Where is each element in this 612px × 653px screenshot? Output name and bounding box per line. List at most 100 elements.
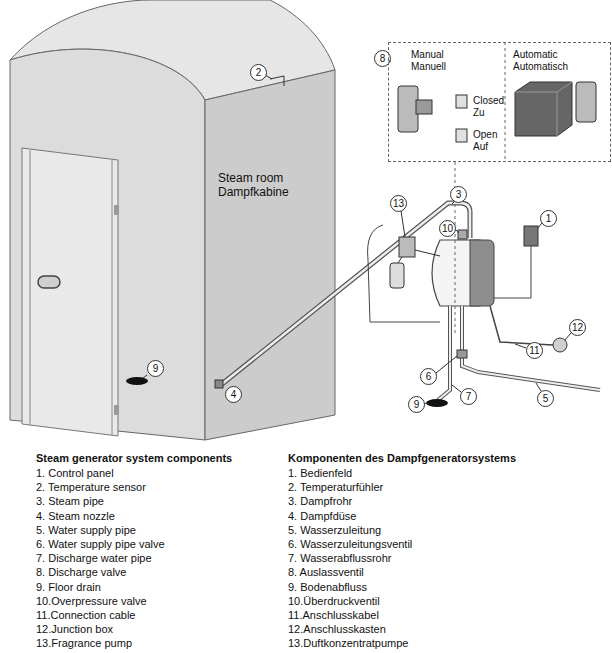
glass-door [22, 148, 118, 436]
callout-number: 3 [456, 190, 462, 200]
callout-number: 1 [546, 214, 552, 224]
inset-label: Zu [473, 107, 485, 118]
callout-circle: 7 [460, 388, 477, 405]
callout-number: 9 [414, 400, 420, 410]
list-item: 3. Steam pipe [36, 495, 104, 508]
automatic-valve [576, 82, 596, 122]
callout-circle: 9 [408, 396, 425, 413]
inset-label: Manual [411, 49, 444, 60]
inset-label: Open [473, 129, 497, 140]
fragrance-tube [398, 250, 440, 263]
box-edge [515, 82, 572, 136]
callout-number: 4 [231, 390, 237, 400]
floor-drain [426, 399, 448, 407]
water-valve [457, 350, 467, 358]
callout-circle: 6 [420, 368, 437, 385]
list-item: 2. Temperature sensor [36, 481, 146, 494]
list-item: 8. Auslassventil [288, 566, 364, 579]
valve-handle [416, 100, 432, 114]
callout-circle: 5 [537, 390, 554, 407]
list-item: 11.Connection cable [36, 609, 135, 622]
callout-circle: 11 [526, 342, 543, 359]
list-item: 1. Control panel [36, 467, 114, 480]
steam-nozzle [215, 380, 223, 388]
steam-pipe [222, 203, 470, 384]
list-item: 5. Water supply pipe [36, 524, 136, 537]
cabin-front-face [10, 49, 205, 440]
inset-label: Auf [473, 141, 488, 152]
leader-lines [265, 75, 571, 404]
inset-label: Manuell [411, 61, 446, 72]
connection-cable [490, 306, 553, 345]
list-item: 12.Junction box [36, 623, 113, 636]
list-heading: Komponenten des Dampfgeneratorsystems [288, 452, 516, 465]
list-item: 1. Bedienfeld [288, 467, 352, 480]
list-item: 7. Wasserabflussrohr [288, 552, 392, 565]
door-hinge [114, 205, 119, 215]
leader-line [143, 375, 147, 378]
list-item: 7. Discharge water pipe [36, 552, 152, 565]
list-item: 6. Water supply pipe valve [36, 538, 165, 551]
callout-number: 7 [466, 392, 472, 402]
automatic-valve-box [515, 82, 572, 136]
door-post [30, 150, 31, 425]
temperature-sensor [270, 76, 284, 86]
closed-symbol [456, 95, 467, 108]
inset-label: Automatic [513, 49, 557, 60]
open-symbol [456, 129, 467, 142]
list-item: 4. Steam nozzle [36, 510, 115, 523]
callout-number: 6 [426, 372, 432, 382]
callout-number: 9 [153, 364, 159, 374]
room-label: Dampfkabine [218, 185, 289, 199]
discharge-pipe [438, 306, 450, 400]
generator-panel [470, 240, 494, 306]
callout-number: 12 [572, 323, 583, 333]
water-supply-pipe [462, 306, 600, 390]
control-cable [494, 246, 531, 298]
door-hinge [114, 405, 119, 415]
callout-circle: 13 [390, 195, 407, 212]
leader-line [452, 385, 461, 392]
room-label: Steam room [218, 171, 283, 185]
callout-circle: 4 [225, 386, 242, 403]
inset-label: Automatisch [513, 61, 568, 72]
leader-line [436, 356, 457, 373]
valve-inset-box: ManualManuellClosedZuOpenAuf AutomaticAut… [388, 42, 611, 162]
list-item: 2. Temperaturfühler [288, 481, 383, 494]
discharge-pipe [438, 306, 450, 400]
callout-number: 8 [380, 54, 386, 64]
callout-number: 5 [543, 394, 549, 404]
inset-divider [505, 42, 506, 162]
callout-number: 10 [442, 224, 453, 234]
list-item: 9. Bodenabfluss [288, 581, 367, 594]
list-item: 3. Dampfrohr [288, 495, 352, 508]
manual-valve [398, 86, 418, 132]
leader-line [401, 211, 405, 237]
list-item: 6. Wasserzuleitungsventil [288, 538, 412, 551]
callout-circle: 3 [450, 186, 467, 203]
overpressure-valve [458, 230, 467, 239]
callout-circle: 12 [569, 319, 586, 336]
inset-label: Closed [473, 95, 504, 106]
list-item: 5. Wasserzuleitung [288, 524, 381, 537]
water-supply-pipe [462, 306, 600, 390]
leader-line [565, 333, 571, 340]
list-item: 13.Fragrance pump [36, 637, 132, 650]
list-item: 8. Discharge valve [36, 566, 127, 579]
callout-number: 2 [256, 68, 262, 78]
fragrance-bottle [390, 263, 404, 288]
door-handle [38, 276, 60, 288]
callout-circle: 10 [439, 220, 456, 237]
floor-drain [126, 377, 148, 385]
sensor-cable [368, 225, 440, 322]
steam-pipe [222, 203, 470, 384]
callout-number: 11 [529, 346, 539, 356]
list-item: 12.Anschlusskasten [288, 623, 386, 636]
leader-line [536, 383, 541, 391]
list-item: 10.Overpressure valve [36, 595, 147, 608]
list-heading: Steam generator system components [36, 452, 232, 465]
control-panel [524, 226, 538, 246]
list-item: 4. Dampfdüse [288, 510, 356, 523]
callout-circle: 9 [147, 360, 164, 377]
